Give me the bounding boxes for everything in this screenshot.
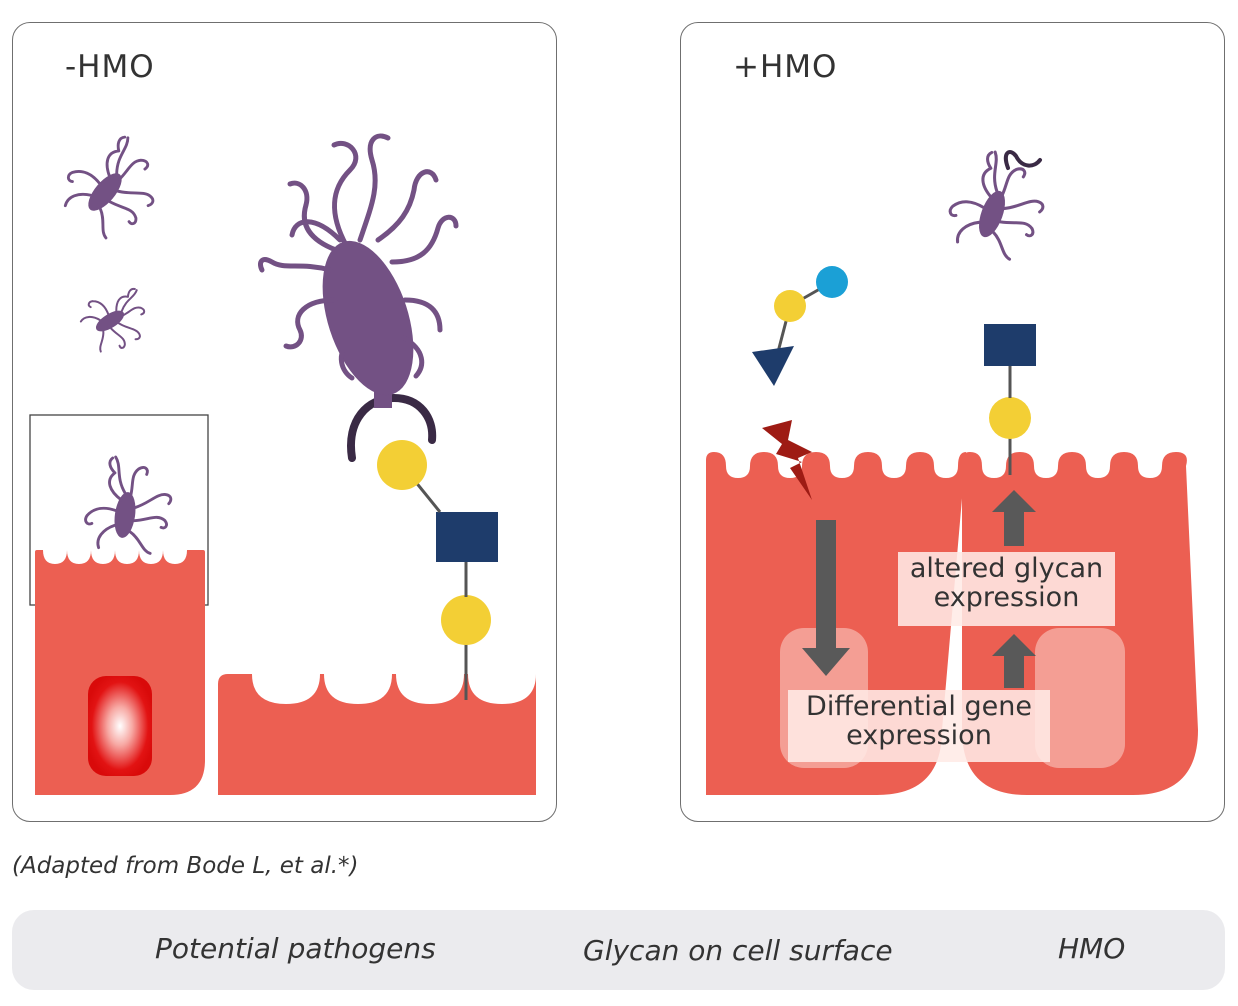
legend-label-hmo: HMO	[1058, 932, 1126, 965]
pathogen-on-cell	[80, 452, 178, 559]
glycan-expression-arrows	[992, 490, 1036, 688]
altered-glycan-label: altered glycan expression	[898, 552, 1115, 626]
right-cell-glycan	[984, 324, 1036, 475]
source-credit: (Adapted from Bode L, et al.*)	[12, 853, 359, 879]
gene-expression-arrow	[802, 520, 850, 676]
lightning-icon	[762, 420, 812, 500]
pathogen-small-1	[51, 122, 176, 249]
legend	[12, 910, 1225, 990]
label-line: expression	[846, 720, 992, 751]
cell-small	[35, 550, 205, 795]
label-line: expression	[933, 582, 1080, 613]
free-hmo	[752, 266, 848, 386]
label-line: altered glycan	[909, 553, 1104, 584]
label-line: Differential gene	[806, 691, 1032, 722]
pathogen-large	[257, 133, 459, 462]
cell-large	[218, 674, 536, 795]
differential-gene-label: Differential gene expression	[788, 690, 1050, 762]
panel-title: -HMO	[65, 49, 155, 85]
nucleus-right-2	[1035, 628, 1125, 768]
nucleus	[88, 676, 152, 776]
panel-title: +HMO	[733, 49, 838, 85]
legend-label-glycan: Glycan on cell surface	[583, 934, 893, 967]
surface-glycan-chain	[377, 440, 498, 700]
pathogen-small-2	[73, 276, 160, 361]
pathogen-right	[939, 142, 1057, 267]
legend-label-pathogens: Potential pathogens	[155, 932, 436, 965]
